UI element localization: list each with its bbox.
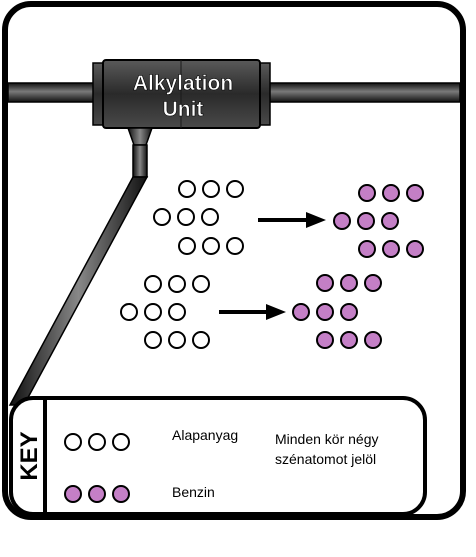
gasoline-circle	[364, 331, 382, 349]
feedstock-circle	[168, 331, 186, 349]
gasoline-circle	[358, 240, 376, 258]
feedstock-circle	[144, 303, 162, 321]
key-gasoline-circle	[64, 485, 82, 503]
feedstock-circle	[202, 237, 220, 255]
feedstock-circle	[168, 303, 186, 321]
feedstock-circle	[178, 237, 196, 255]
gasoline-circle	[364, 274, 382, 292]
reaction-rows	[120, 180, 424, 349]
feedstock-circle	[168, 275, 186, 293]
gasoline-circle	[340, 303, 358, 321]
feedstock-circle	[192, 275, 210, 293]
key-gasoline-circle	[88, 485, 106, 503]
feedstock-circle	[120, 303, 138, 321]
gasoline-circle	[316, 331, 334, 349]
key-label-gasoline: Benzin	[172, 484, 215, 500]
gasoline-circle	[358, 184, 376, 202]
gasoline-circle	[406, 184, 424, 202]
feedstock-circle	[192, 331, 210, 349]
unit-title-line2: Unit	[163, 98, 204, 121]
gasoline-circle	[316, 303, 334, 321]
alkylation-unit: Alkylation Unit	[92, 59, 271, 129]
feedstock-circle	[144, 275, 162, 293]
feedstock-circle	[144, 331, 162, 349]
gasoline-circle	[292, 303, 310, 321]
gasoline-circle	[382, 240, 400, 258]
gasoline-circle	[382, 184, 400, 202]
reaction-arrow-1	[258, 212, 326, 228]
key-gasoline-circle	[112, 485, 130, 503]
key-feedstock-circle	[64, 433, 82, 451]
key-title: KEY	[16, 431, 43, 480]
key-symbols	[64, 433, 130, 503]
gasoline-circle	[357, 212, 375, 230]
feedstock-circle	[153, 208, 171, 226]
gasoline-circle	[340, 274, 358, 292]
key-note-line1: Minden kör négy	[275, 431, 379, 447]
key-panel: KEY Alapanyag Benzin Minden kör négy szé…	[9, 396, 427, 516]
key-feedstock-circle	[88, 433, 106, 451]
feedstock-circle	[226, 237, 244, 255]
gasoline-circle	[316, 274, 334, 292]
key-note-line2: szénatomot jelöl	[275, 451, 376, 467]
unit-title-line1: Alkylation	[133, 72, 233, 95]
reaction-arrow-2	[219, 304, 286, 320]
gasoline-circle	[406, 240, 424, 258]
gasoline-circle	[333, 212, 351, 230]
feedstock-circle	[201, 208, 219, 226]
feedstock-circle	[226, 180, 244, 198]
gasoline-circle	[381, 212, 399, 230]
gasoline-circle	[340, 331, 358, 349]
feedstock-circle	[202, 180, 220, 198]
outer-frame	[2, 1, 466, 520]
key-label-feedstock: Alapanyag	[172, 427, 238, 443]
feedstock-circle	[177, 208, 195, 226]
key-feedstock-circle	[112, 433, 130, 451]
feedstock-circle	[178, 180, 196, 198]
